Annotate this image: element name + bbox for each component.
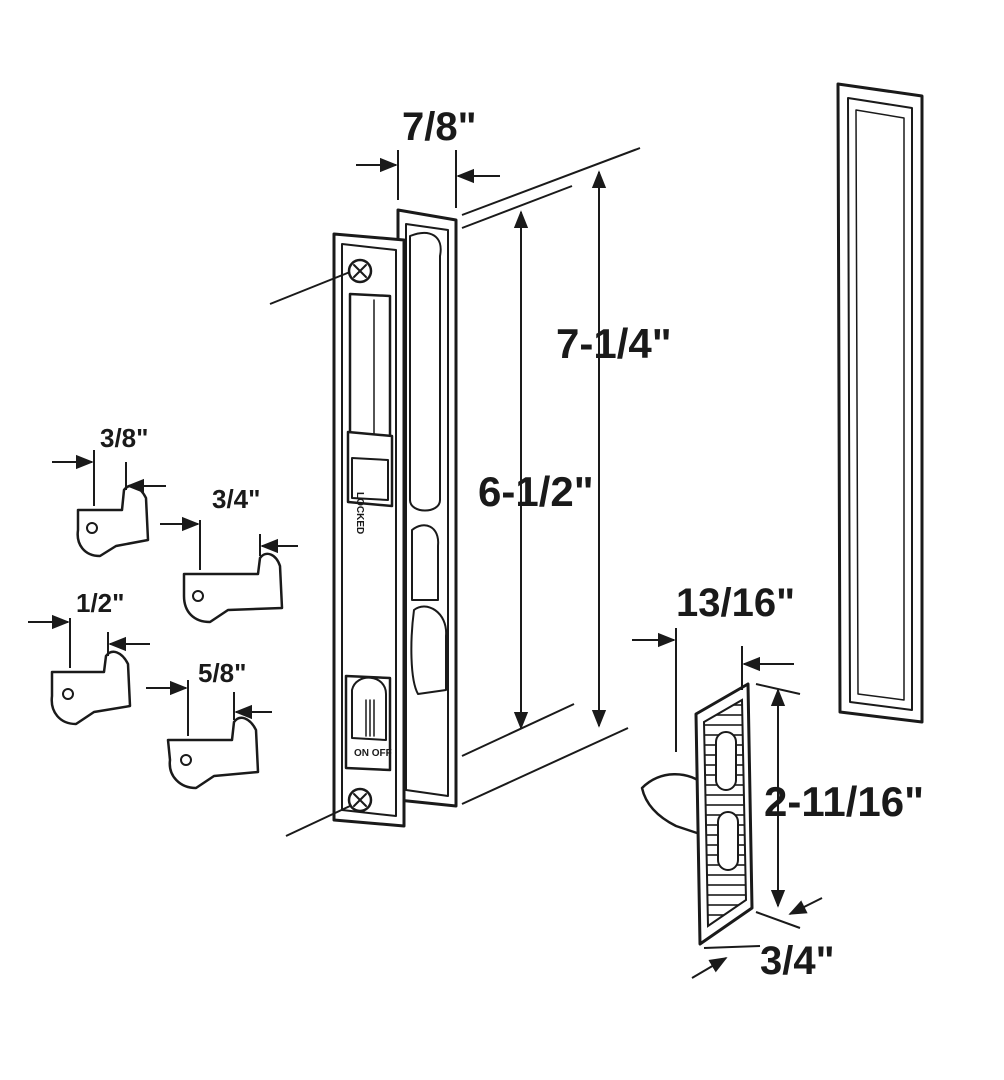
locked-label: LOCKED bbox=[354, 492, 365, 534]
on-off-label: ON OFF bbox=[354, 748, 392, 759]
hook-5-8 bbox=[166, 716, 260, 790]
dim-3-4-keeper: 3/4" bbox=[760, 939, 835, 983]
handle-assembly bbox=[332, 208, 458, 828]
keeper bbox=[640, 682, 754, 946]
dim-2-11-16: 2-11/16" bbox=[764, 778, 924, 825]
dim-6-1-2: 6-1/2" bbox=[478, 468, 594, 515]
hook-1-2 bbox=[50, 650, 132, 726]
bottom-screw-icon bbox=[347, 787, 373, 813]
dim-7-1-4: 7-1/4" bbox=[556, 320, 672, 367]
dimension-lines bbox=[28, 147, 823, 979]
dim-7-8: 7/8" bbox=[402, 105, 477, 149]
hook-3-8 bbox=[76, 484, 150, 558]
dim-1-2: 1/2" bbox=[76, 588, 124, 618]
dim-3-8: 3/8" bbox=[100, 423, 148, 453]
hook-3-4 bbox=[182, 552, 284, 624]
dim-5-8: 5/8" bbox=[198, 658, 246, 688]
dim-3-4-hook: 3/4" bbox=[212, 484, 260, 514]
top-screw-icon bbox=[347, 258, 373, 284]
spring-icon bbox=[365, 699, 375, 737]
dim-13-16: 13/16" bbox=[676, 581, 795, 625]
exterior-pull bbox=[836, 82, 924, 724]
